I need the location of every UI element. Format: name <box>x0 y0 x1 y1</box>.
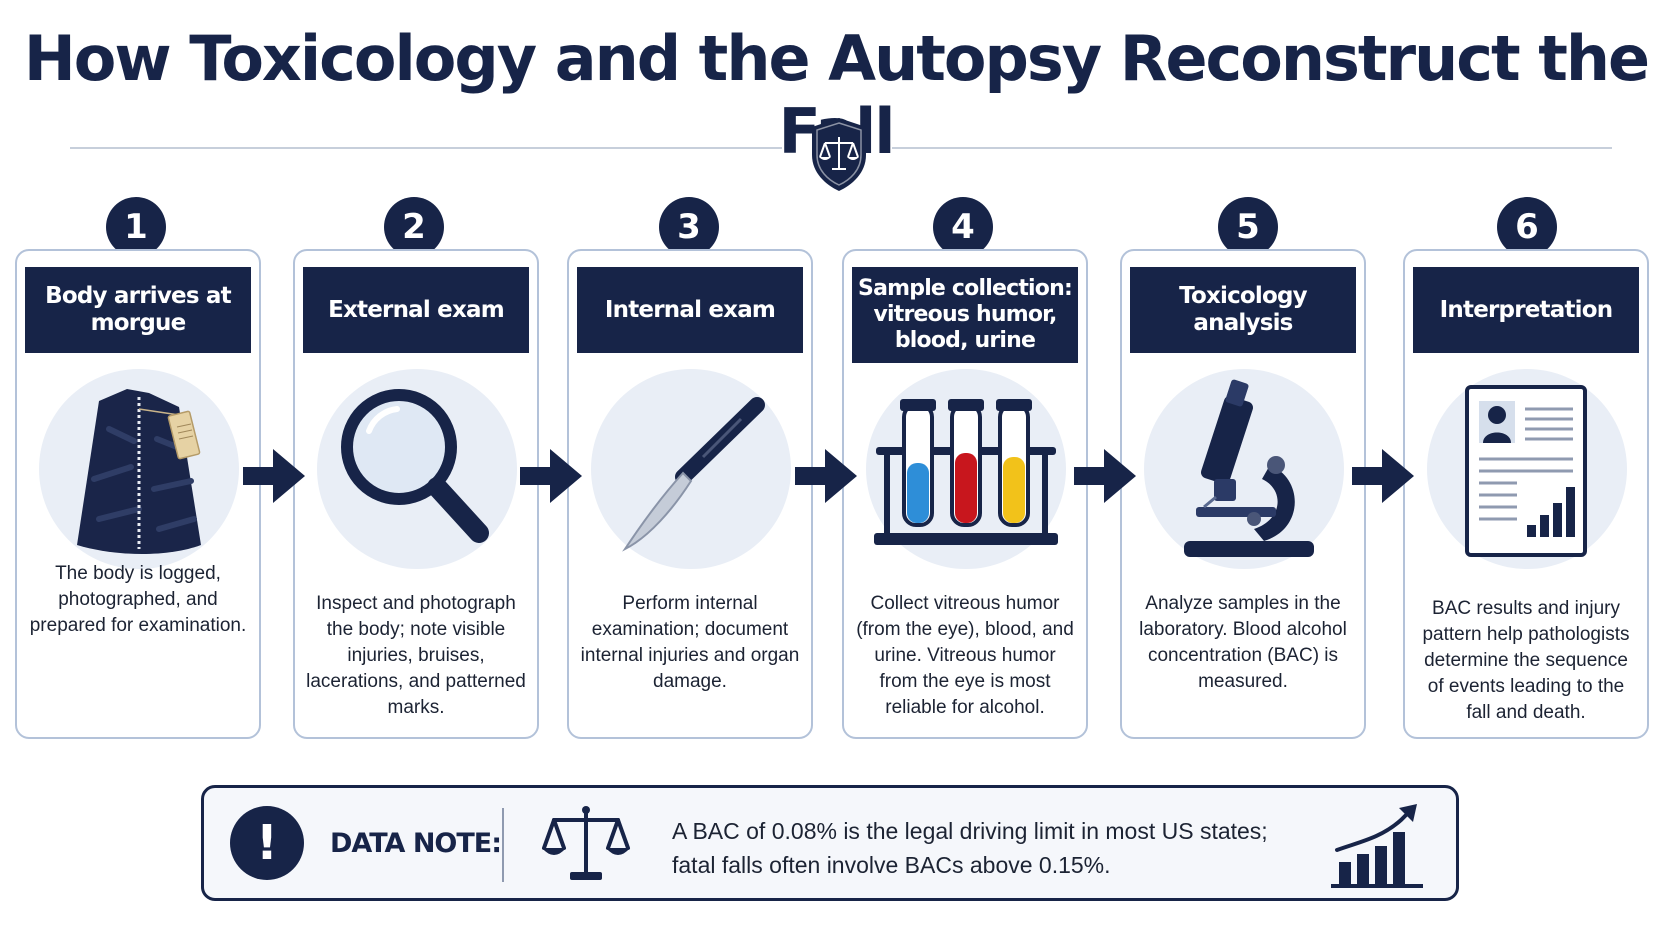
step-number-1: 1 <box>106 197 166 257</box>
step-title: External exam <box>303 267 529 353</box>
title-divider-left <box>70 147 782 149</box>
step-title: Internal exam <box>577 267 803 353</box>
magnifying-glass-icon <box>317 369 517 569</box>
step-title: Interpretation <box>1413 267 1639 353</box>
step-card-4: Sample collection: vitreous humor, blood… <box>842 249 1088 739</box>
step-number-3: 3 <box>659 197 719 257</box>
data-note-line-2: fatal falls often involve BACs above 0.1… <box>672 852 1111 878</box>
microscope-icon <box>1144 369 1344 569</box>
step-title: Sample collection: vitreous humor, blood… <box>852 267 1078 363</box>
arrow-right-icon <box>1352 449 1414 503</box>
alert-icon: ! <box>230 806 304 880</box>
data-note-box: ! DATA NOTE: A BAC of 0.08% is the legal… <box>201 785 1459 901</box>
scales-icon <box>542 806 630 880</box>
step-card-2: External exam Inspect and photograph the… <box>293 249 539 739</box>
step-number-5: 5 <box>1218 197 1278 257</box>
report-chart-icon <box>1427 369 1627 569</box>
scalpel-icon <box>591 369 791 569</box>
step-number-6: 6 <box>1497 197 1557 257</box>
justice-shield-icon <box>812 118 866 191</box>
body-bag-icon <box>39 369 239 569</box>
data-note-line-1: A BAC of 0.08% is the legal driving limi… <box>672 818 1268 844</box>
step-number-2: 2 <box>384 197 444 257</box>
step-title: Body arrives at morgue <box>25 267 251 353</box>
data-note-label: DATA NOTE: <box>330 828 502 859</box>
test-tubes-icon <box>866 369 1066 569</box>
step-description: Inspect and photograph the body; note vi… <box>306 593 526 718</box>
note-divider <box>502 808 504 882</box>
step-title: Toxicology analysis <box>1130 267 1356 353</box>
title-divider-right <box>892 147 1612 149</box>
arrow-right-icon <box>243 449 305 503</box>
arrow-right-icon <box>795 449 857 503</box>
step-description: Collect vitreous humor (from the eye), b… <box>856 593 1074 718</box>
step-description: Analyze samples in the laboratory. Blood… <box>1139 593 1347 692</box>
page-title: How Toxicology and the Autopsy Reconstru… <box>23 22 1650 168</box>
arrow-right-icon <box>520 449 582 503</box>
step-card-1: Body arrives at morgue The body is logge… <box>15 249 261 739</box>
step-card-6: Interpretation BAC results and injury pa… <box>1403 249 1649 739</box>
trend-chart-icon <box>1331 804 1423 888</box>
step-description: Perform internal examination; document i… <box>580 593 800 692</box>
arrow-right-icon <box>1074 449 1136 503</box>
step-card-5: Toxicology analysis Analyze samples in t… <box>1120 249 1366 739</box>
step-description: BAC results and injury pattern help path… <box>1422 598 1630 723</box>
step-card-3: Internal exam Perform internal examinati… <box>567 249 813 739</box>
step-number-4: 4 <box>933 197 993 257</box>
data-note-text: A BAC of 0.08% is the legal driving limi… <box>672 814 1312 882</box>
step-description: The body is logged, photographed, and pr… <box>29 563 247 636</box>
